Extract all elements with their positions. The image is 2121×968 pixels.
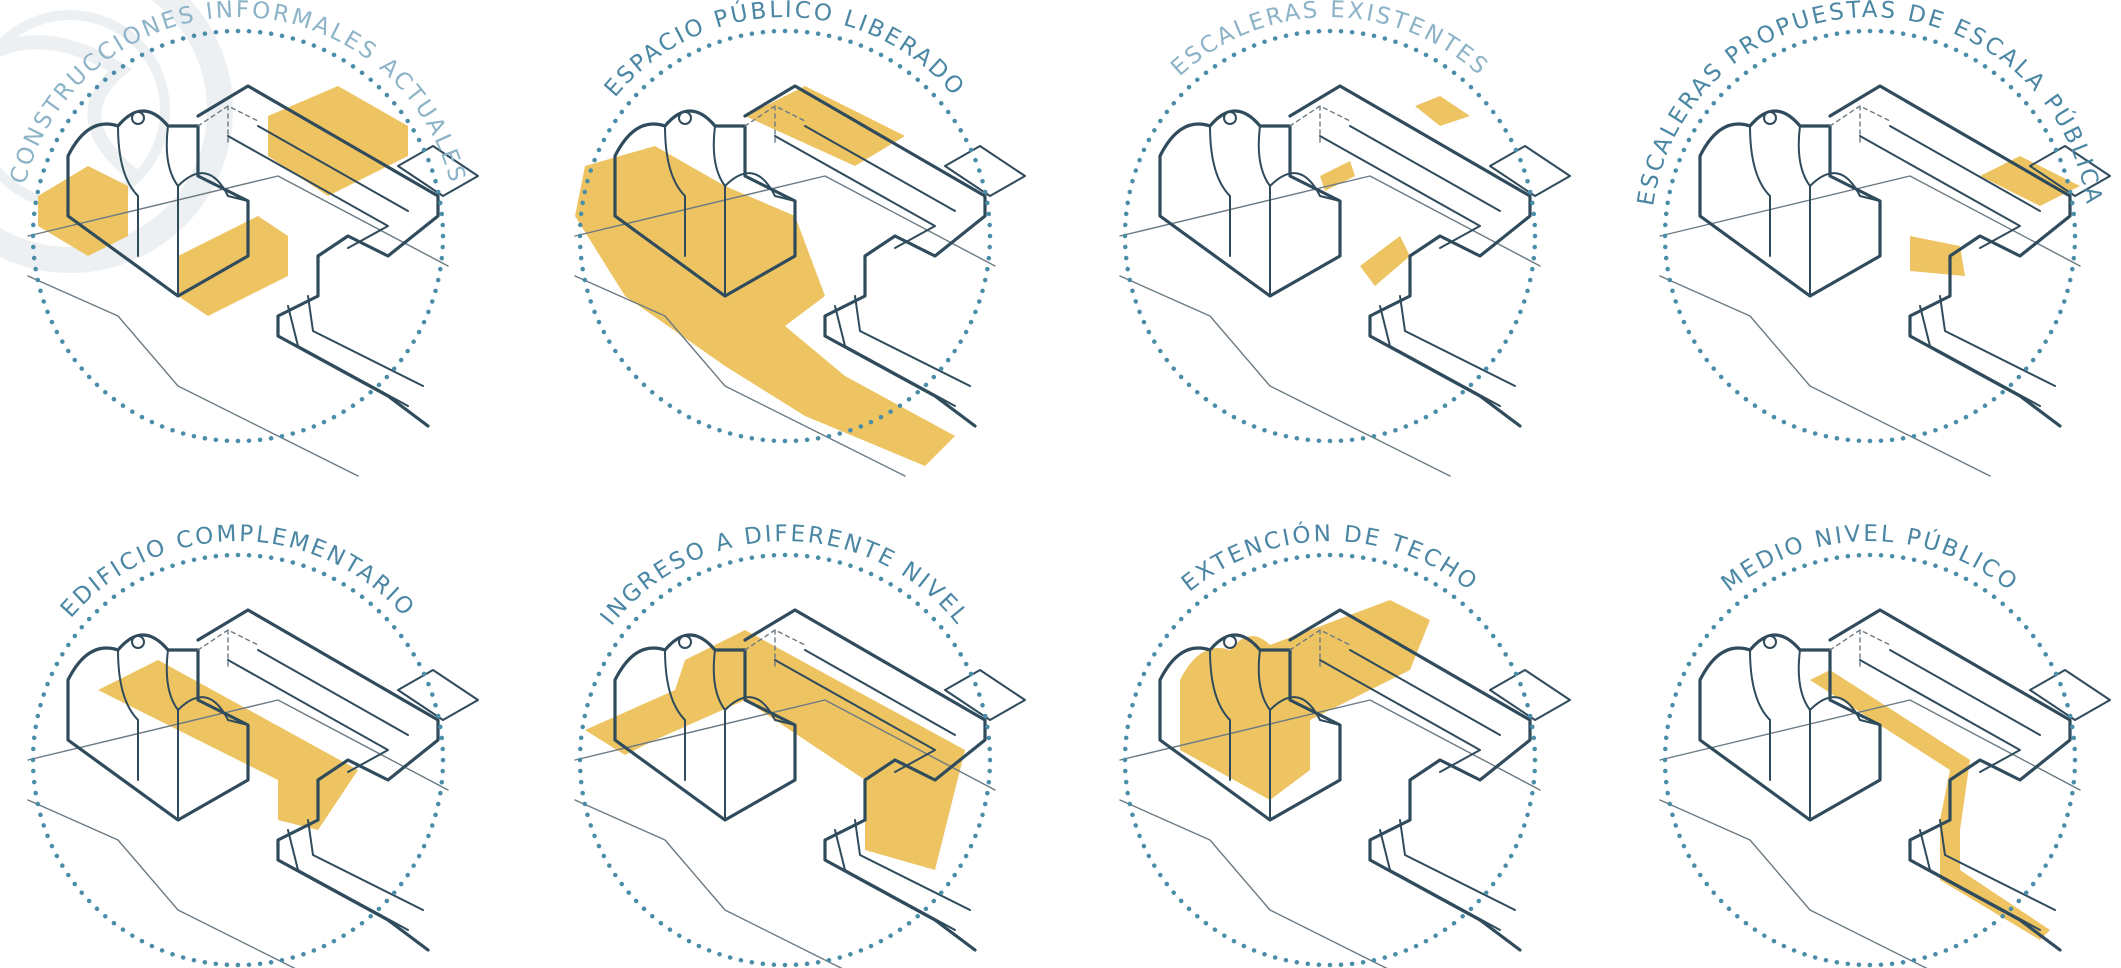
diagram-title-text: EDIFICIO COMPLEMENTARIO — [56, 521, 420, 623]
diagram-title: ESPACIO PÚBLICO LIBERADO — [600, 0, 970, 102]
axonometric-drawing — [28, 86, 478, 476]
cupola — [1224, 636, 1236, 648]
side-block — [1490, 146, 1570, 196]
stair-ramp — [1920, 296, 2055, 406]
terrain-line — [1120, 176, 1540, 266]
cupola — [679, 112, 691, 124]
highlight-area — [745, 86, 905, 166]
side-block — [945, 146, 1025, 196]
church-vaults — [1210, 126, 1340, 296]
side-block — [2030, 670, 2110, 720]
terrace-steps — [1320, 126, 1500, 248]
cupola — [132, 636, 144, 648]
cupola — [679, 636, 691, 648]
cupola — [132, 112, 144, 124]
highlight-area — [1415, 96, 1470, 126]
axonometric-drawing — [1120, 600, 1570, 968]
cupola — [1224, 112, 1236, 124]
church-outline — [1160, 111, 1340, 296]
diagram-panel-1: CONSTRUCCIONES INFORMALES ACTUALES — [6, 0, 478, 476]
side-block — [945, 670, 1025, 720]
diagram-panel-4: ESCALERAS PROPUESTAS DE ESCALA PÚBLICA — [1633, 0, 2110, 476]
axonometric-drawing — [1120, 86, 1570, 476]
diagram-title: ESCALERAS EXISTENTES — [1166, 0, 1494, 81]
axonometric-drawing — [575, 610, 1025, 968]
highlight-area — [1360, 236, 1410, 286]
diagram-title-text: ESCALERAS EXISTENTES — [1166, 0, 1494, 81]
axonometric-drawing — [28, 610, 478, 968]
diagram-panel-7: EXTENCIÓN DE TECHO — [1111, 520, 1570, 968]
diagram-title: EDIFICIO COMPLEMENTARIO — [56, 521, 420, 623]
cupola — [1764, 636, 1776, 648]
church-outline — [1700, 635, 1880, 820]
highlight-area — [575, 146, 955, 466]
church-vaults — [1750, 126, 1880, 296]
axonometric-drawing — [1660, 610, 2110, 968]
highlight-area — [1980, 156, 2080, 206]
stair-ramp — [1380, 296, 1515, 406]
diagram-panel-2: ESPACIO PÚBLICO LIBERADO — [566, 0, 1025, 476]
diagram-panel-6: INGRESO A DIFERENTE NIVEL — [566, 521, 1025, 968]
diagram-title: INGRESO A DIFERENTE NIVEL — [596, 521, 975, 630]
diagram-title-text: ESPACIO PÚBLICO LIBERADO — [600, 0, 970, 102]
diagram-title-text: INGRESO A DIFERENTE NIVEL — [596, 521, 975, 630]
church-outline — [1700, 111, 1880, 296]
highlight-area — [268, 86, 408, 196]
highlight-area — [38, 166, 128, 256]
axonometric-drawing — [575, 86, 1025, 476]
church-vaults — [1750, 650, 1880, 820]
stair-ramp — [288, 296, 423, 406]
diagram-panel-8: MEDIO NIVEL PÚBLICO — [1651, 521, 2110, 968]
stair-ramp — [288, 820, 423, 930]
side-block — [398, 670, 478, 720]
highlight-area — [1910, 236, 1965, 276]
stair-ramp — [1380, 820, 1515, 930]
diagram-panel-5: EDIFICIO COMPLEMENTARIO — [19, 521, 478, 968]
side-block — [1490, 670, 1570, 720]
diagram-panel-3: ESCALERAS EXISTENTES — [1111, 0, 1570, 476]
axonometric-drawing — [1660, 86, 2110, 476]
cupola — [1764, 112, 1776, 124]
